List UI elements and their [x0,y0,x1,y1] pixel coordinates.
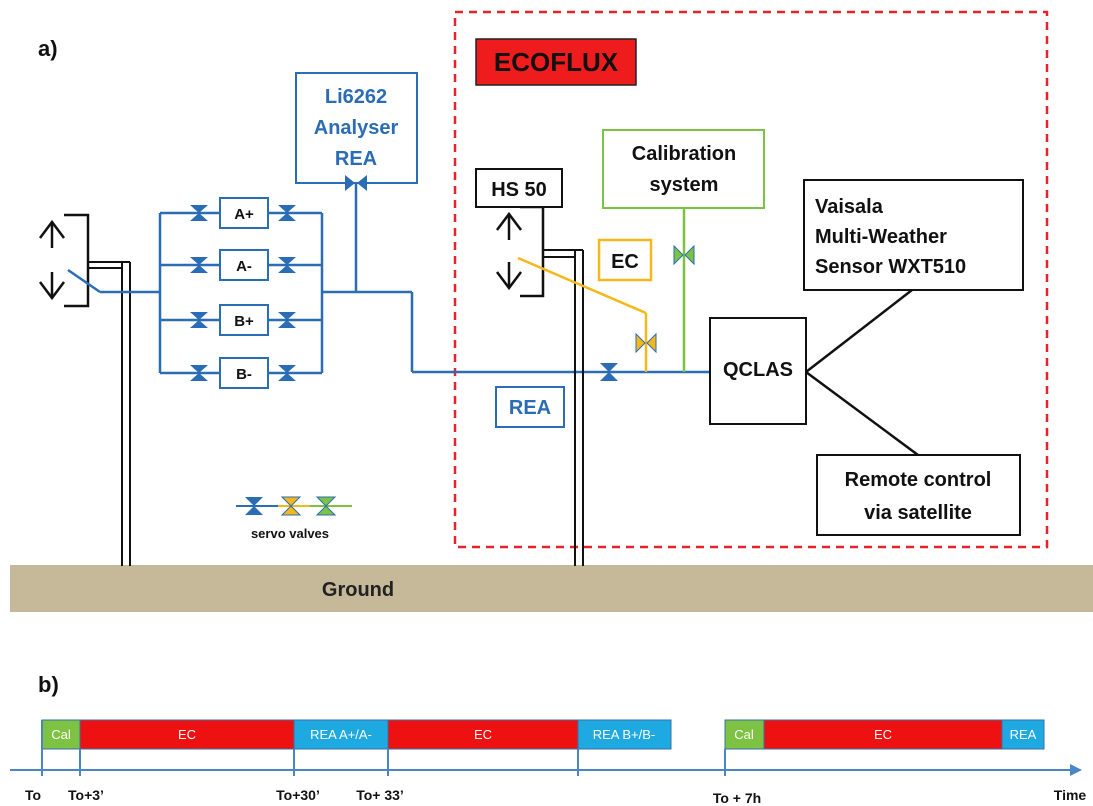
calibration-box [602,129,765,209]
segment-ec-3 [763,719,1003,750]
segment-cal-2-label: Cal [734,727,754,742]
ec-tubing [517,256,648,372]
rea-box [495,386,565,428]
li6262-line-1: Li6262 [325,86,387,108]
valve-icon [600,363,618,381]
reservoir-a-minus-label: A- [236,258,252,275]
calibration-line-1: Calibration [632,143,736,165]
right-anemometer [496,205,545,298]
valve-icon [190,365,208,381]
reservoir-b-minus: B- [219,357,269,389]
segment-ec-1 [79,719,295,750]
tick-label: To+ 33’ [356,787,404,803]
remote-line-2: via satellite [864,502,972,524]
segment-rea-b [577,719,672,750]
panel-b-label: b) [38,672,59,697]
time-axis [10,720,1082,776]
qclas-connectors [805,289,919,457]
reservoir-b-plus-label: B+ [234,313,254,330]
valve-icon [345,175,367,191]
remote-line-1: Remote control [845,469,992,491]
remote-box [816,454,1021,536]
valve-icon [278,257,296,273]
valve-icon [278,312,296,328]
ground-band [10,565,1093,612]
ec-box [597,238,653,282]
valve-icon [190,205,208,221]
valve-icon [190,257,208,273]
left-mast [88,261,131,566]
tick-label: To+3’ [68,787,104,803]
ec-label: EC [611,251,639,273]
reservoir-a-minus: A- [219,249,269,281]
right-mast [543,249,584,566]
hs50-box [475,168,563,208]
vaisala-line-3: Sensor WXT510 [815,256,966,278]
tick-label: To+30’ [276,787,320,803]
segment-ec-2-label: EC [474,727,492,742]
vaisala-line-1: Vaisala [815,196,884,218]
rea-piping-left [67,182,710,375]
segment-rea-c-label: REA [1010,727,1037,742]
calibration-line-2: system [650,174,719,196]
axis-end-label: Time [1054,787,1087,803]
reservoir-b-plus: B+ [219,304,269,336]
panel-a-label: a) [38,36,58,61]
valve-icon [190,312,208,328]
reservoir-a-plus: A+ [219,197,269,229]
ecoflux-region [453,10,1049,549]
valve-icon [673,244,695,266]
tick-label: To + 7h [713,790,761,806]
servo-valve-legend: servo valves [236,496,352,541]
segment-cal-2 [724,719,765,750]
ecoflux-title-box [475,38,637,86]
valve-icon [278,205,296,221]
segment-ec-1-label: EC [178,727,196,742]
segment-rea-c [1001,719,1045,750]
qclas-box [709,317,807,425]
ecoflux-title: ECOFLUX [494,47,619,77]
qclas-label: QCLAS [723,359,793,381]
segment-rea-b-label: REA B+/B- [593,727,656,742]
servo-valves-label: servo valves [251,526,329,541]
ground-label: Ground [322,579,394,601]
segment-rea-a [293,719,389,750]
servo-valves-blue [190,175,618,381]
rea-label: REA [509,397,551,419]
left-anemometer [39,213,90,308]
li6262-line-2: Analyser [314,117,399,139]
hs50-label: HS 50 [491,179,547,201]
li6262-box [295,72,418,184]
valve-icon [635,332,657,354]
reservoir-a-plus-label: A+ [234,206,254,223]
tick-label: To [25,787,41,803]
segment-ec-3-label: EC [874,727,892,742]
vaisala-line-2: Multi-Weather [815,226,947,248]
segment-ec-2 [387,719,579,750]
valve-icon [278,365,296,381]
arrow-right-icon [1070,764,1082,776]
reservoir-b-minus-label: B- [236,366,252,383]
li6262-line-3: REA [335,148,377,170]
segment-cal-1-label: Cal [51,727,71,742]
timeline-segments: Cal EC REA A+/A- EC REA B+/B- Cal EC REA [41,719,1045,750]
segment-rea-a-label: REA A+/A- [310,727,372,742]
vaisala-box [803,179,1024,291]
